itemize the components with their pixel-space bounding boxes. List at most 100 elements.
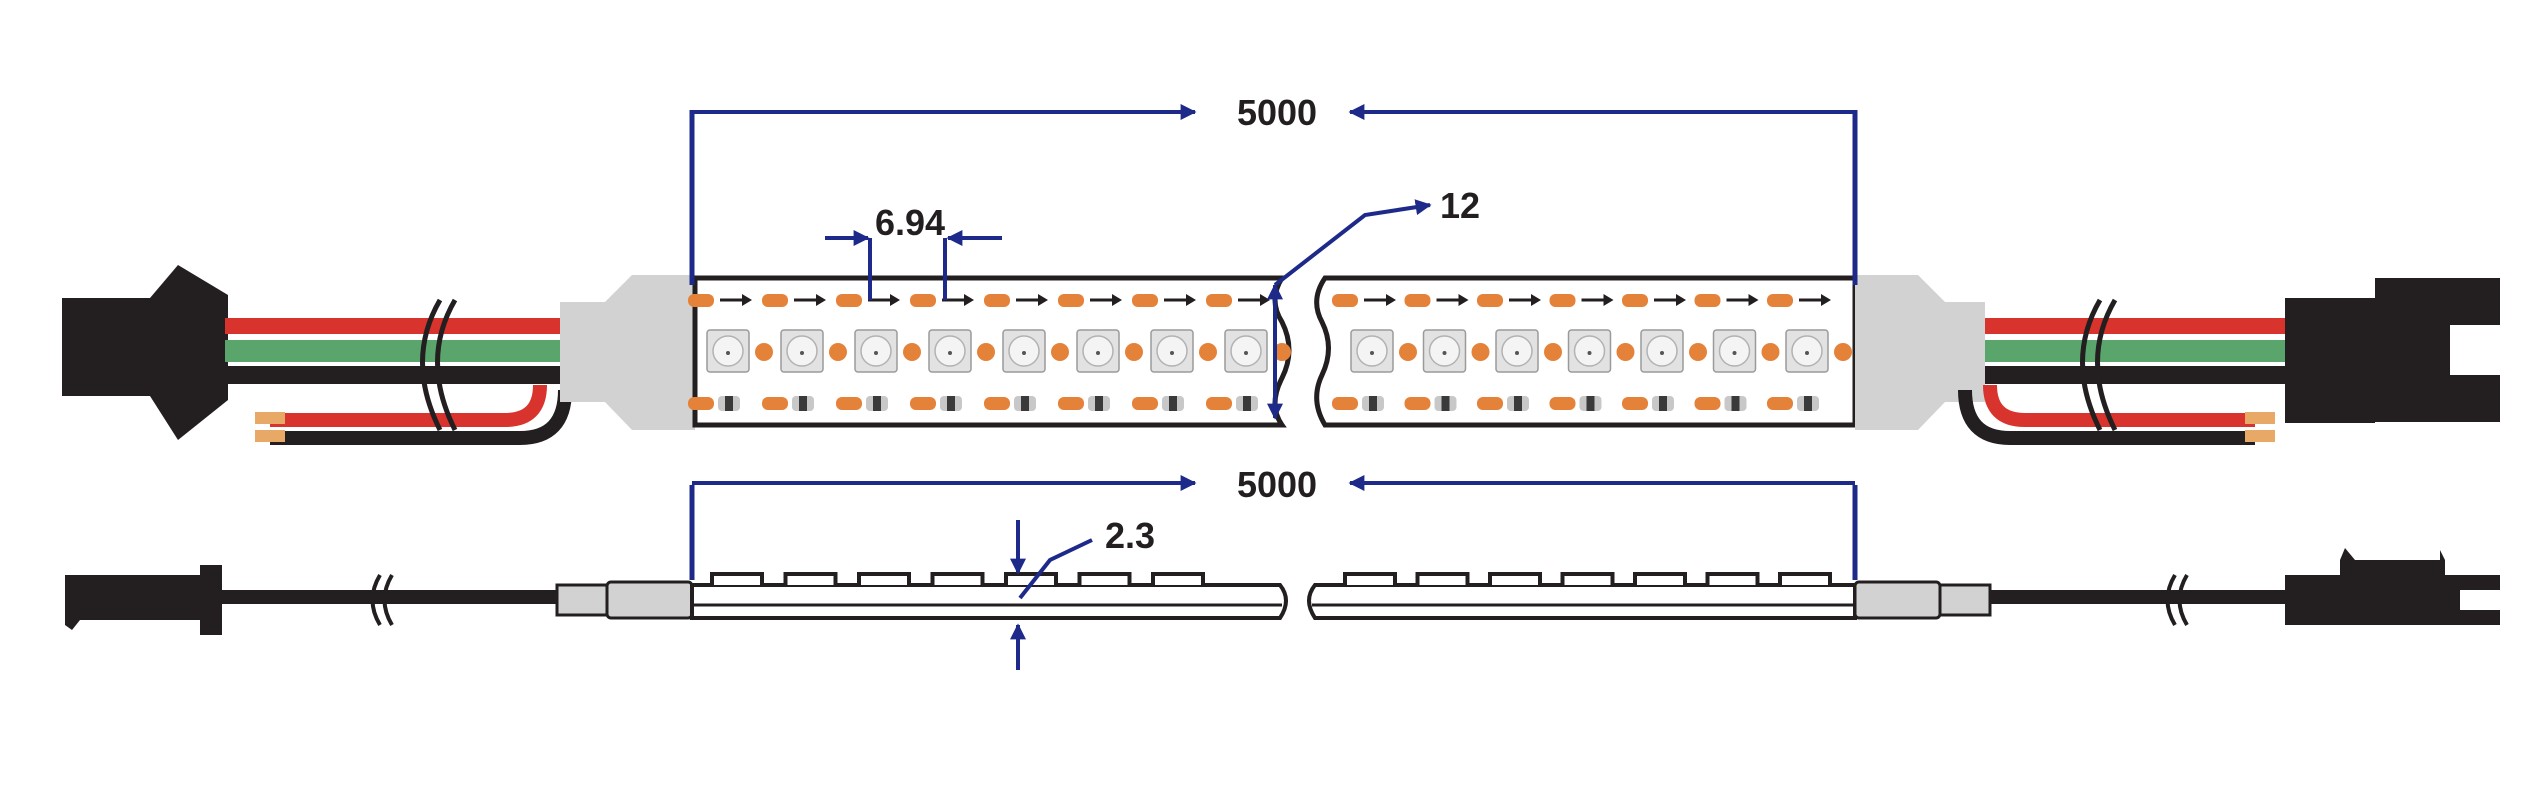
length-label-top: 5000	[1237, 92, 1317, 133]
bottom-pad	[1132, 397, 1158, 410]
capacitor-body	[1369, 396, 1377, 411]
led-die	[1660, 351, 1664, 355]
thickness-label: 2.3	[1105, 515, 1155, 556]
resistor-pad	[1616, 343, 1635, 361]
capacitor-body	[1731, 396, 1740, 411]
capacitor-body	[1659, 396, 1667, 411]
side-led-chip	[1343, 572, 1397, 585]
data-direction-arrowhead	[1821, 294, 1831, 306]
capacitor-body	[1804, 396, 1812, 411]
resistor-pad	[1544, 343, 1562, 361]
data-direction-arrowhead	[1748, 294, 1759, 306]
top-pad	[910, 294, 936, 307]
left-heatshrink	[560, 275, 695, 430]
led-die	[1022, 351, 1026, 355]
side-led-chip	[930, 572, 985, 585]
capacitor-body	[873, 396, 881, 411]
left-heatshrink-side	[555, 580, 694, 620]
led-die	[800, 351, 804, 355]
side-led-chip	[857, 572, 911, 585]
led-die	[874, 351, 878, 355]
led-die	[1587, 351, 1592, 355]
bottom-pad	[910, 397, 936, 410]
left-connector-side	[65, 565, 560, 635]
led-die	[726, 351, 730, 355]
side-led-chip	[1633, 572, 1687, 585]
bottom-pad	[1549, 397, 1576, 410]
side-led-chip	[1077, 572, 1132, 585]
side-led-chip	[1488, 572, 1542, 585]
led-die	[1442, 351, 1447, 355]
data-direction-arrowhead	[964, 294, 974, 306]
top-pad	[1767, 294, 1793, 307]
capacitor-body	[1095, 396, 1103, 411]
side-led-chip	[1415, 572, 1470, 585]
capacitor-body	[1514, 396, 1522, 411]
capacitor-body	[947, 396, 955, 411]
resistor-pad	[1471, 343, 1490, 361]
led-die	[1096, 351, 1100, 355]
right-heatshrink-side	[1853, 580, 1992, 620]
side-led-chip	[1151, 572, 1205, 585]
led-die	[948, 351, 952, 355]
resistor-pad	[1199, 343, 1217, 361]
pitch-dimension	[825, 230, 1002, 300]
data-direction-arrowhead	[742, 294, 752, 306]
resistor-pad	[1125, 343, 1143, 361]
bottom-pad	[836, 397, 862, 410]
right-connector-top	[2285, 278, 2500, 423]
top-pad	[836, 294, 862, 307]
capacitor-body	[725, 396, 733, 411]
resistor-pad	[1399, 343, 1417, 361]
led-die	[1170, 351, 1174, 355]
strip-segment-left	[688, 275, 1292, 428]
led-die	[1732, 351, 1737, 355]
width-dimension	[1267, 199, 1432, 420]
strip-segment-right	[1314, 275, 1858, 428]
top-pad	[1132, 294, 1158, 307]
left-connector-top	[62, 265, 228, 440]
bottom-pad	[1622, 397, 1648, 410]
resistor-pad	[1689, 343, 1707, 361]
data-direction-arrowhead	[1531, 294, 1541, 306]
bottom-pad	[1332, 397, 1358, 410]
data-direction-arrowhead	[816, 294, 826, 306]
left-wires	[225, 298, 572, 445]
pitch-label: 6.94	[875, 202, 945, 243]
capacitor-body	[1169, 396, 1177, 411]
length-dimension-top	[689, 104, 1858, 285]
resistor-pad	[755, 343, 773, 361]
bottom-pad	[1058, 397, 1084, 410]
data-direction-arrowhead	[1260, 294, 1270, 306]
right-connector-side	[1990, 548, 2500, 627]
right-wires	[1958, 298, 2290, 445]
data-direction-arrowhead	[1038, 294, 1048, 306]
top-pad	[1404, 294, 1431, 307]
data-direction-arrowhead	[1186, 294, 1196, 306]
width-label: 12	[1440, 185, 1480, 226]
data-direction-arrowhead	[1458, 294, 1469, 306]
thickness-dimension	[1010, 520, 1093, 670]
side-led-chip	[1705, 572, 1760, 585]
right-heatshrink	[1855, 275, 1985, 430]
bottom-pad	[984, 397, 1010, 410]
bottom-pad	[1206, 397, 1232, 410]
resistor-pad	[1761, 343, 1780, 361]
capacitor-body	[1243, 396, 1251, 411]
side-led-chip	[1004, 572, 1058, 585]
capacitor-body	[1441, 396, 1450, 411]
length-label-side: 5000	[1237, 464, 1317, 505]
side-led-chip	[783, 572, 838, 585]
strip-side-left	[690, 572, 1288, 620]
bottom-pad	[1477, 397, 1503, 410]
side-led-chip	[710, 572, 764, 585]
data-direction-arrowhead	[1603, 294, 1614, 306]
resistor-pad	[977, 343, 995, 361]
top-pad	[1622, 294, 1648, 307]
top-pad	[1477, 294, 1503, 307]
length-dimension-side	[689, 475, 1858, 580]
bottom-pad	[1767, 397, 1793, 410]
top-pad	[688, 294, 714, 307]
top-pad	[1549, 294, 1576, 307]
